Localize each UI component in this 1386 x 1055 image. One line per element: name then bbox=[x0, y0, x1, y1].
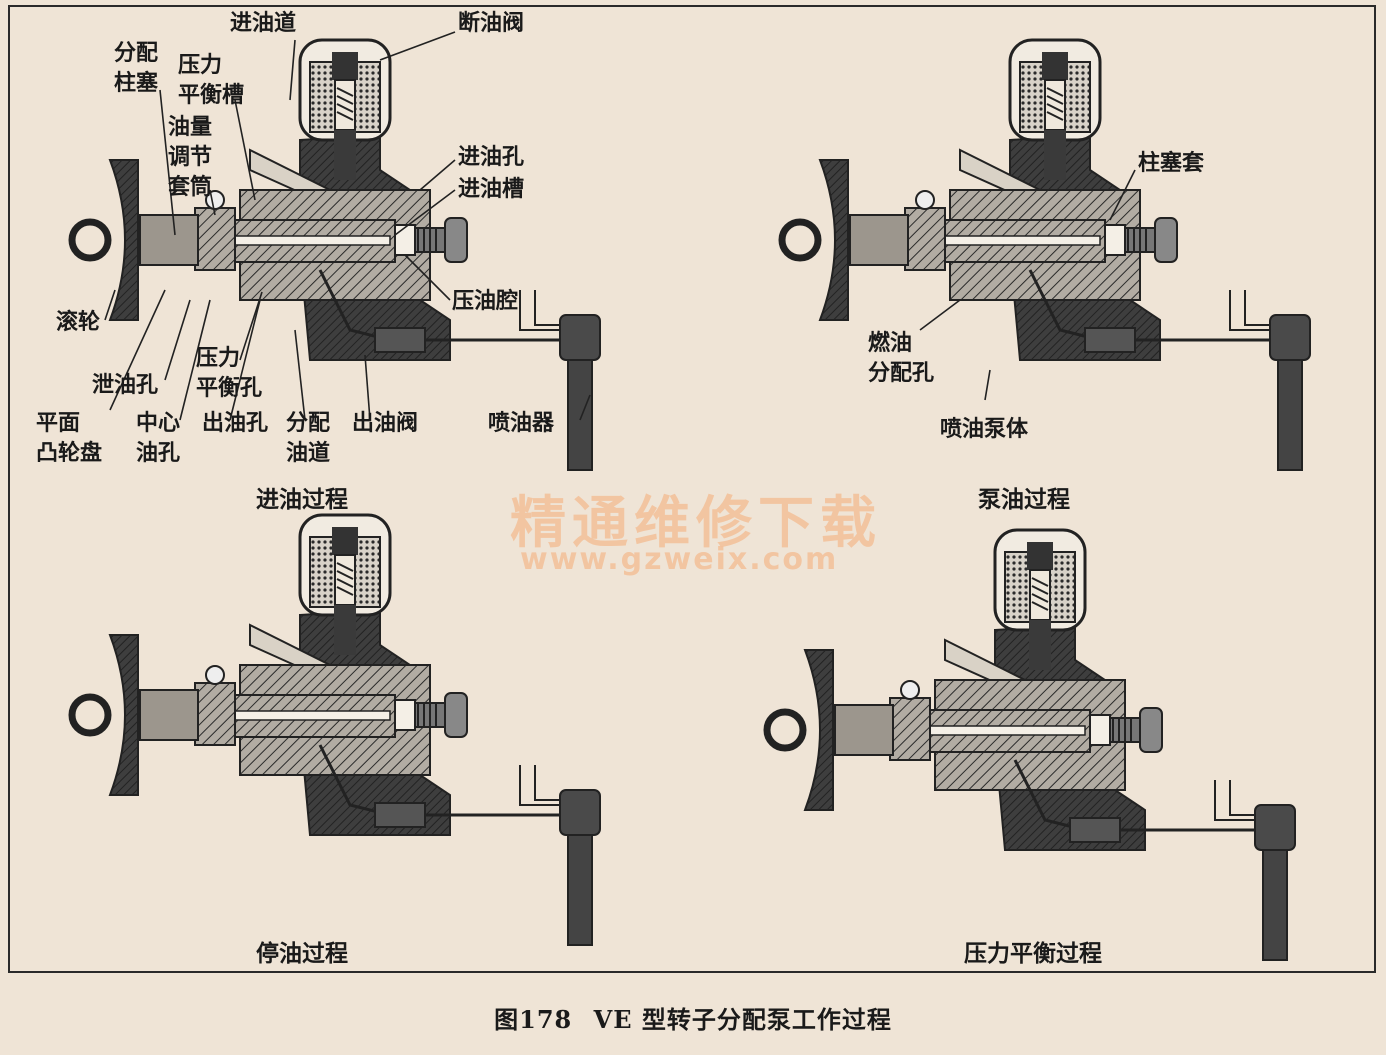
label-roller: 滚轮 bbox=[56, 309, 101, 335]
label-inlet-groove: 进油槽 bbox=[458, 176, 525, 202]
label-cam-plate: 平面 凸轮盘 bbox=[36, 410, 103, 466]
label-delivery-valve: 出油阀 bbox=[352, 410, 419, 436]
label-distribution-passage: 分配 油道 bbox=[286, 410, 331, 466]
label-fuel-distribution-hole: 燃油 分配孔 bbox=[868, 330, 935, 386]
figure-caption: 图178 VE 型转子分配泵工作过程 bbox=[0, 1000, 1386, 1035]
label-plunger-barrel: 柱塞套 bbox=[1138, 150, 1205, 176]
label-solenoid-valve: 断油阀 bbox=[458, 10, 525, 36]
subtitle-stop: 停油过程 bbox=[256, 940, 348, 967]
pump-stop-process bbox=[72, 515, 600, 945]
figure-frame bbox=[8, 5, 1376, 973]
leader-lines bbox=[104, 31, 1136, 421]
label-central-bore: 中心 油孔 bbox=[136, 410, 181, 466]
label-inlet-passage: 进油道 bbox=[230, 10, 297, 36]
label-pressure-balance-groove: 压力 平衡槽 bbox=[178, 52, 245, 108]
label-distributor-plunger: 分配 柱塞 bbox=[114, 40, 159, 96]
figure-number: 图178 bbox=[494, 1005, 573, 1034]
label-pressure-chamber: 压油腔 bbox=[452, 288, 519, 314]
label-pump-housing: 喷油泵体 bbox=[940, 416, 1029, 442]
label-spill-port: 泄油孔 bbox=[92, 372, 159, 398]
subtitle-intake: 进油过程 bbox=[256, 486, 348, 513]
subtitle-balance: 压力平衡过程 bbox=[964, 940, 1102, 967]
pump-pumping-process bbox=[782, 40, 1310, 470]
pump-balance-process bbox=[767, 530, 1295, 960]
watermark-text: 精通维修下载 bbox=[510, 491, 882, 556]
subtitle-pumping: 泵油过程 bbox=[978, 486, 1070, 513]
label-control-sleeve: 油量 调节 套筒 bbox=[168, 114, 213, 200]
label-pressure-balance-hole: 压力 平衡孔 bbox=[196, 345, 263, 401]
watermark-url: www.gzweix.com bbox=[520, 542, 839, 577]
pump-intake-process bbox=[72, 40, 600, 470]
label-outlet-hole: 出油孔 bbox=[202, 410, 269, 436]
label-inlet-hole: 进油孔 bbox=[458, 144, 525, 170]
label-injector: 喷油器 bbox=[488, 410, 555, 436]
figure-title: VE 型转子分配泵工作过程 bbox=[593, 1005, 892, 1034]
